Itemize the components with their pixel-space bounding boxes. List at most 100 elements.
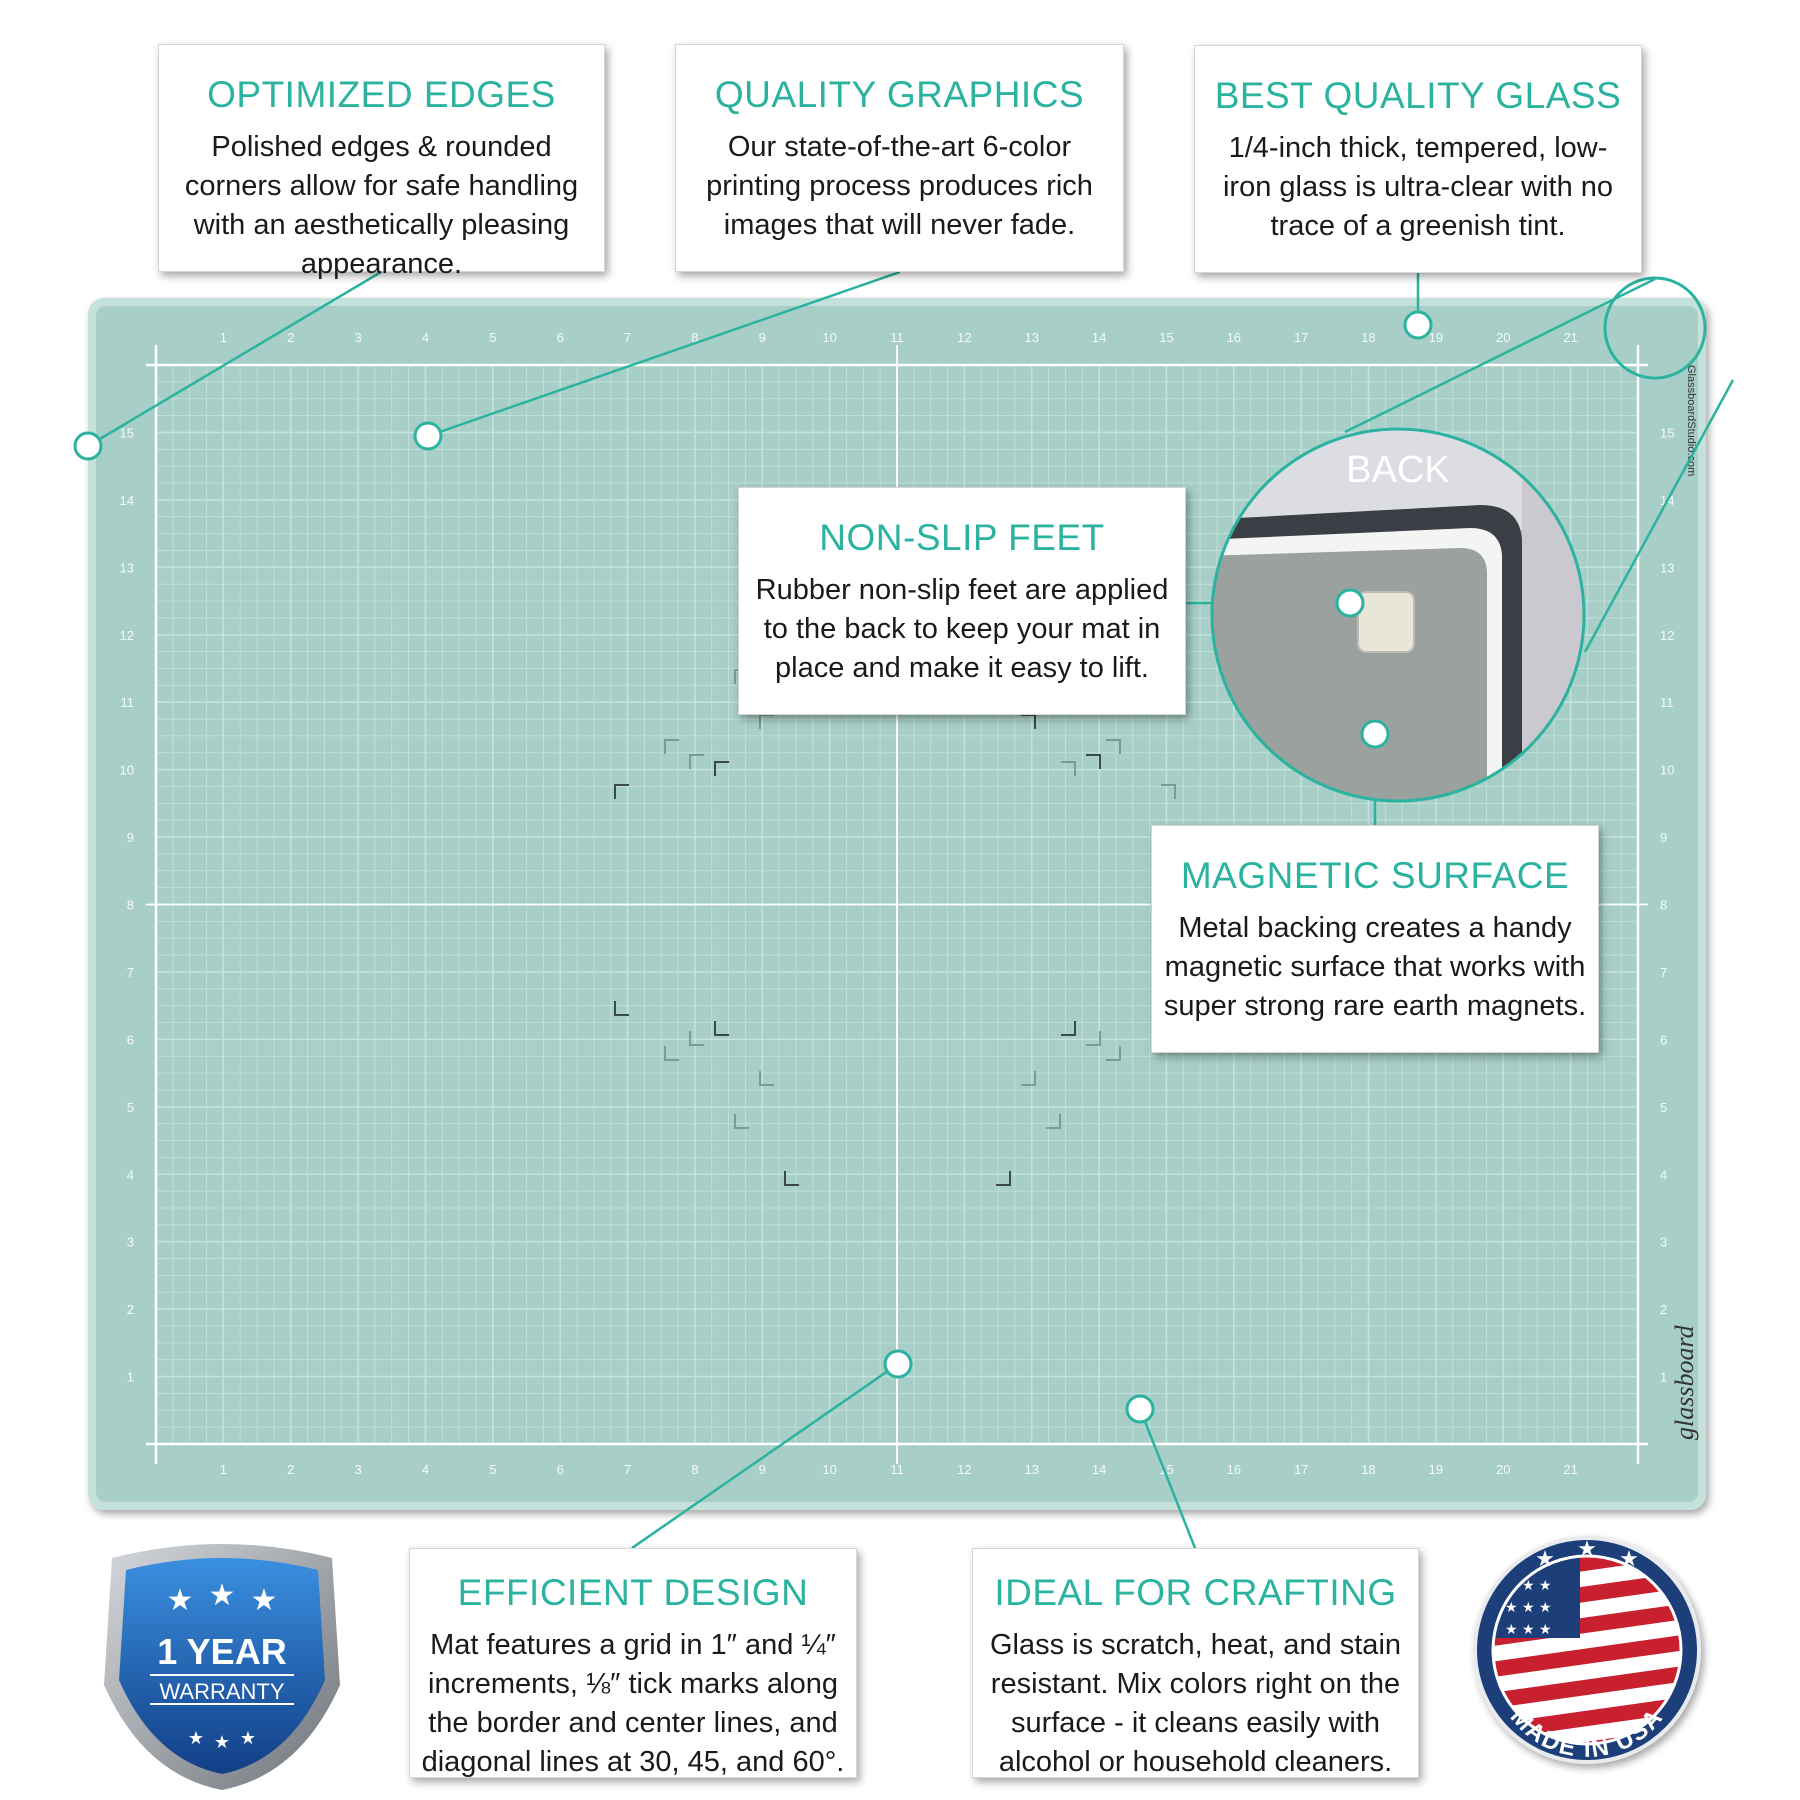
guide-bracket: [734, 1114, 749, 1129]
y-tick-label: 11: [121, 695, 135, 710]
guide-bracket: [1106, 739, 1121, 754]
card-body: Rubber non-slip feet are applied to the …: [755, 573, 1169, 684]
guide-bracket: [1046, 1114, 1061, 1129]
x-tick-label: 14: [1092, 1462, 1106, 1477]
y-tick-label: 6: [127, 1032, 134, 1047]
y-tick-label: 14: [120, 493, 134, 508]
guide-bracket: [1086, 1031, 1101, 1046]
x-tick-label: 4: [422, 330, 429, 345]
card-best-quality-glass: BEST QUALITY GLASS 1/4-inch thick, tempe…: [1194, 45, 1642, 273]
y-tick-label: 3: [127, 1235, 134, 1250]
y-tick-label: 13: [120, 560, 134, 575]
y-tick-label: 2: [1660, 1302, 1667, 1317]
x-tick-label: 8: [691, 1462, 698, 1477]
y-tick-label: 1: [127, 1370, 134, 1385]
y-tick-label: 1: [1660, 1370, 1667, 1385]
x-tick-label: 17: [1294, 330, 1308, 345]
x-tick-label: 12: [957, 1462, 971, 1477]
x-tick-label: 21: [1563, 330, 1577, 345]
x-tick-label: 7: [624, 1462, 631, 1477]
guide-bracket: [689, 754, 704, 769]
x-tick-label: 12: [957, 330, 971, 345]
guide-bracket: [614, 1001, 629, 1016]
mat-tick-labels: 1122334455667788991010111112121313141415…: [120, 330, 1675, 1477]
callout-dots: [73, 310, 1433, 1424]
x-tick-label: 20: [1496, 330, 1510, 345]
glassboard-logo: glassboard: [1670, 1324, 1699, 1440]
x-tick-label: 17: [1294, 1462, 1308, 1477]
guide-bracket: [614, 784, 629, 799]
svg-text:★: ★: [167, 1583, 194, 1618]
guide-bracket: [714, 761, 729, 776]
svg-text:★: ★: [1619, 1547, 1639, 1572]
card-title: IDEAL FOR CRAFTING: [994, 1572, 1397, 1613]
card-title: OPTIMIZED EDGES: [207, 74, 556, 115]
card-title: BEST QUALITY GLASS: [1214, 75, 1622, 116]
x-tick-label: 14: [1092, 330, 1106, 345]
svg-text:★: ★: [209, 1578, 236, 1613]
x-tick-label: 10: [822, 330, 836, 345]
x-tick-label: 11: [890, 330, 904, 345]
x-tick-label: 3: [354, 1462, 361, 1477]
y-tick-label: 8: [127, 898, 134, 913]
y-tick-label: 8: [1660, 898, 1667, 913]
guide-bracket: [1061, 1021, 1076, 1036]
svg-text:★: ★: [251, 1583, 278, 1618]
card-body: Our state-of-the-art 6-color printing pr…: [706, 130, 1093, 241]
x-tick-label: 2: [287, 1462, 294, 1477]
x-tick-label: 10: [822, 1462, 836, 1477]
svg-text:★: ★: [214, 1732, 230, 1753]
card-body: 1/4-inch thick, tempered, low-iron glass…: [1222, 131, 1614, 242]
x-tick-label: 16: [1227, 1462, 1241, 1477]
y-tick-label: 4: [127, 1167, 134, 1182]
y-tick-label: 15: [120, 425, 134, 440]
y-tick-label: 3: [1660, 1235, 1667, 1250]
x-tick-label: 6: [557, 330, 564, 345]
x-tick-label: 19: [1429, 330, 1443, 345]
flag-stripe: [1495, 1664, 1681, 1708]
guide-bracket: [996, 1171, 1011, 1186]
card-efficient-design: EFFICIENT DESIGN Mat features a grid in …: [409, 1548, 857, 1778]
card-magnetic-surface: MAGNETIC SURFACE Metal backing creates a…: [1151, 825, 1599, 1053]
x-tick-label: 4: [422, 1462, 429, 1477]
x-tick-label: 5: [489, 330, 496, 345]
card-ideal-for-crafting: IDEAL FOR CRAFTING Glass is scratch, hea…: [972, 1548, 1419, 1778]
y-tick-label: 13: [1660, 560, 1674, 575]
y-tick-label: 12: [120, 628, 134, 643]
x-tick-label: 15: [1159, 330, 1173, 345]
y-tick-label: 10: [120, 763, 134, 778]
x-tick-label: 9: [759, 1462, 766, 1477]
x-tick-label: 13: [1024, 330, 1038, 345]
back-inset: BACK: [1210, 276, 1707, 803]
guide-bracket: [1021, 1071, 1036, 1086]
star-icon: ★★★ ★★★: [167, 1578, 278, 1753]
card-body: Mat features a grid in 1″ and ¼″ increme…: [421, 1628, 845, 1778]
inset-back-label: BACK: [1346, 449, 1449, 491]
svg-text:★: ★: [1535, 1547, 1555, 1572]
y-tick-label: 7: [1660, 965, 1667, 980]
guide-bracket: [1161, 784, 1176, 799]
x-tick-label: 2: [287, 330, 294, 345]
svg-text:★ ★ ★: ★ ★ ★: [1505, 1622, 1552, 1638]
card-body: Polished edges & rounded corners allow f…: [184, 130, 579, 280]
guide-bracket: [1061, 761, 1076, 776]
y-tick-label: 12: [1660, 628, 1674, 643]
guide-bracket: [664, 739, 679, 754]
x-tick-label: 16: [1227, 330, 1241, 345]
x-tick-label: 20: [1496, 1462, 1510, 1477]
guide-bracket: [1086, 754, 1101, 769]
x-tick-label: 5: [489, 1462, 496, 1477]
x-tick-label: 3: [354, 330, 361, 345]
svg-text:★: ★: [1577, 1537, 1597, 1562]
x-tick-label: 7: [624, 330, 631, 345]
callout-connectors: [87, 270, 1735, 1550]
x-tick-label: 19: [1429, 1462, 1443, 1477]
card-title: EFFICIENT DESIGN: [457, 1572, 809, 1613]
y-tick-label: 5: [127, 1100, 134, 1115]
warranty-line2: WARRANTY: [159, 1679, 284, 1704]
y-tick-label: 10: [1660, 763, 1674, 778]
flag-stripe: [1499, 1695, 1681, 1739]
y-tick-label: 7: [127, 965, 134, 980]
y-tick-label: 6: [1660, 1032, 1667, 1047]
x-tick-label: 1: [220, 1462, 227, 1477]
